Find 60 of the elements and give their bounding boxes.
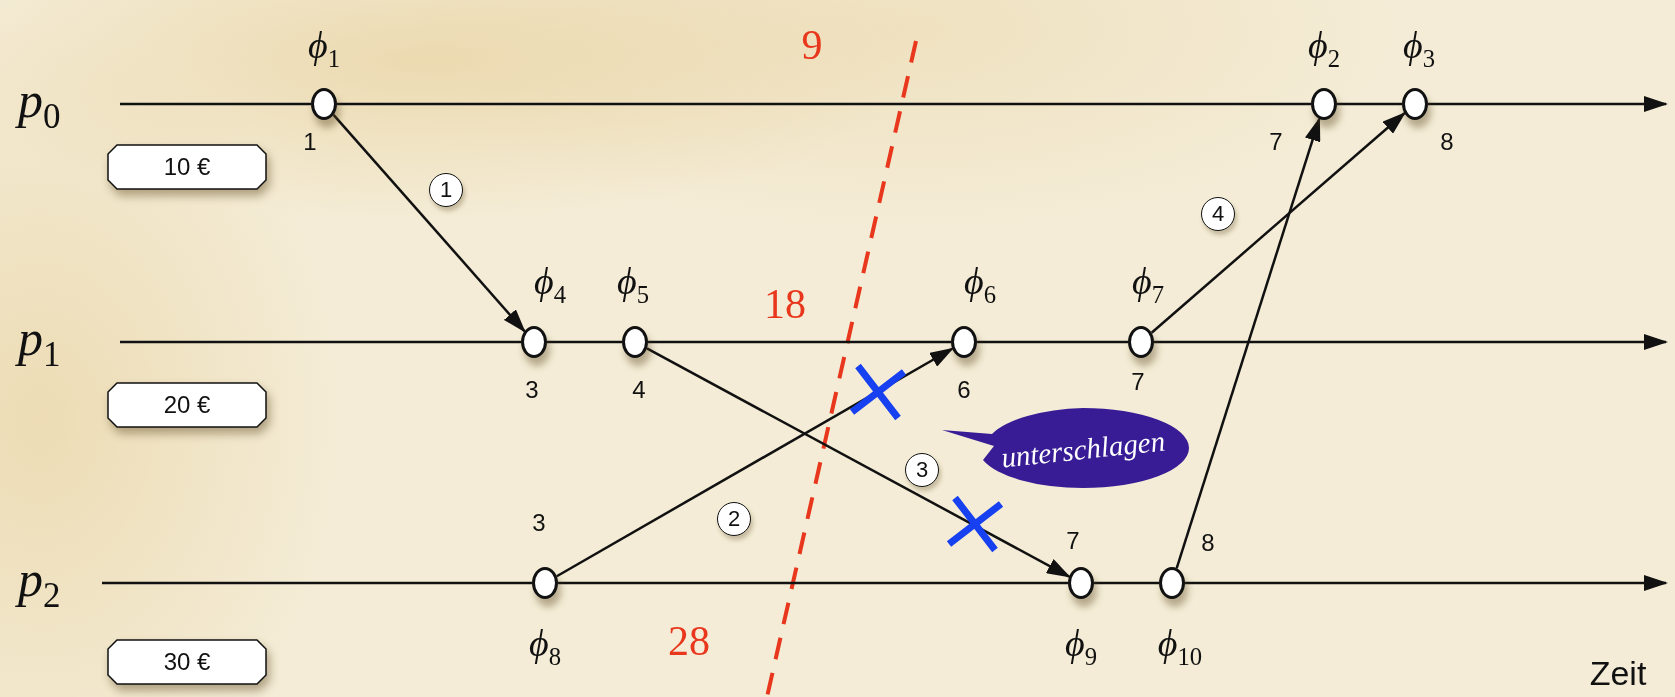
message-arrow	[646, 347, 1071, 578]
clock-value: 3	[525, 376, 539, 404]
clock-value: 7	[1066, 527, 1080, 555]
clock-value: 3	[532, 509, 546, 537]
event-name: ϕ$_{3}$	[1403, 23, 1435, 73]
event-marker	[622, 326, 648, 358]
event-marker	[1402, 88, 1428, 120]
event-name: ϕ$_{4}$	[534, 259, 566, 309]
event-name: ϕ$_{5}$	[617, 259, 649, 309]
cut-value: 18	[764, 280, 806, 328]
event-name: ϕ$_{6}$	[964, 259, 996, 309]
balance-box: 30 €	[107, 639, 267, 685]
timeline	[120, 340, 521, 344]
message-arrow	[556, 347, 954, 578]
event-name: ϕ$_{1}$	[308, 23, 340, 73]
clock-value: 8	[1440, 128, 1454, 156]
clock-value: 1	[303, 128, 317, 156]
clock-value: 7	[1131, 368, 1145, 396]
event-marker	[1159, 567, 1185, 599]
timeline	[102, 581, 532, 585]
event-marker	[1068, 567, 1094, 599]
message-number: 4	[1201, 197, 1235, 231]
event-marker	[1128, 326, 1154, 358]
message-number: 2	[717, 502, 751, 536]
timeline	[547, 340, 622, 344]
event-marker	[951, 326, 977, 358]
event-name: ϕ$_{8}$	[529, 621, 561, 671]
message-arrow	[1175, 117, 1321, 569]
event-name: ϕ$_{2}$	[1308, 23, 1340, 73]
timeline	[977, 340, 1128, 344]
message-number: 1	[429, 173, 463, 207]
message-arrow	[332, 114, 526, 333]
message-number: 3	[905, 453, 939, 487]
clock-value: 4	[632, 376, 646, 404]
event-marker	[311, 88, 337, 120]
event-marker	[521, 326, 547, 358]
event-marker	[1311, 88, 1337, 120]
balance-box: 10 €	[107, 144, 267, 190]
time-axis-label: Zeit	[1589, 653, 1647, 693]
timeline	[1337, 102, 1402, 106]
event-name: ϕ$_{9}$	[1065, 621, 1097, 671]
event-name: ϕ$_{7}$	[1132, 259, 1164, 309]
clock-value: 6	[957, 376, 971, 404]
timeline	[1185, 575, 1668, 591]
bubble-text: unterschlagen	[999, 424, 1167, 474]
timeline	[337, 102, 1311, 106]
timeline	[120, 102, 311, 106]
message-arrow	[1150, 111, 1406, 334]
timeline	[1154, 334, 1668, 350]
clock-value: 8	[1201, 529, 1215, 557]
balance-box: 20 €	[107, 382, 267, 428]
cut-value: 9	[801, 21, 823, 69]
event-marker	[532, 567, 558, 599]
cut-value: 28	[668, 617, 710, 665]
timeline	[558, 581, 1068, 585]
event-name: ϕ$_{10}$	[1157, 621, 1203, 671]
timeline	[1428, 96, 1668, 112]
timeline	[648, 340, 951, 344]
clock-value: 7	[1269, 128, 1283, 156]
timeline	[1094, 581, 1159, 585]
